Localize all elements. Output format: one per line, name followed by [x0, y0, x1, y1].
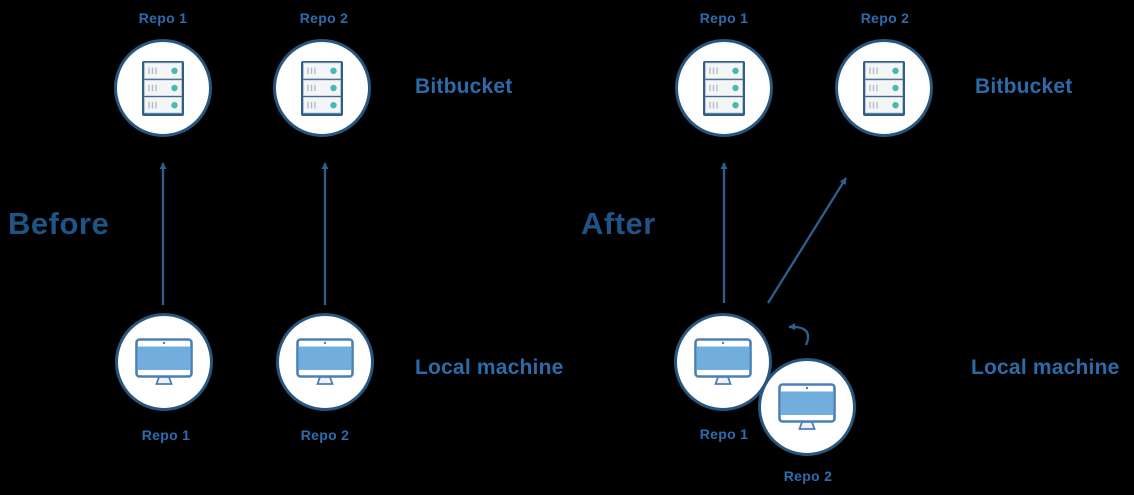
- before-local-repo2-node: [276, 313, 374, 411]
- after-bitbucket-label: Bitbucket: [975, 75, 1073, 98]
- server-icon: [142, 60, 184, 116]
- monitor-icon: [778, 383, 836, 430]
- before-top-repo1-label: Repo 1: [138, 10, 188, 26]
- before-bitbucket-repo1-node: [114, 39, 212, 137]
- after-merge-arrow: [788, 323, 810, 346]
- after-bottom-repo2-label: Repo 2: [783, 468, 833, 484]
- server-icon: [703, 60, 745, 116]
- after-top-repo1-label: Repo 1: [699, 10, 749, 26]
- server-icon: [863, 60, 905, 116]
- before-bottom-repo2-label: Repo 2: [300, 427, 350, 443]
- after-top-repo2-label: Repo 2: [860, 10, 910, 26]
- after-heading: After: [581, 206, 656, 241]
- after-local-repo1-node: [674, 313, 772, 411]
- monitor-icon: [135, 338, 193, 385]
- monitor-icon: [694, 338, 752, 385]
- after-bitbucket-repo2-node: [835, 39, 933, 137]
- server-icon: [301, 60, 343, 116]
- before-bitbucket-label: Bitbucket: [415, 75, 513, 98]
- before-local-machine-label: Local machine: [415, 356, 564, 379]
- after-local-repo2-node: [758, 358, 856, 456]
- before-heading: Before: [8, 206, 110, 241]
- after-bottom-repo1-label: Repo 1: [699, 426, 749, 442]
- before-bottom-repo1-label: Repo 1: [141, 427, 191, 443]
- after-bitbucket-repo1-node: [675, 39, 773, 137]
- after-push-arrow-repo2: [767, 177, 847, 304]
- before-local-repo1-node: [115, 313, 213, 411]
- before-bitbucket-repo2-node: [273, 39, 371, 137]
- before-top-repo2-label: Repo 2: [299, 10, 349, 26]
- monitor-icon: [296, 338, 354, 385]
- after-local-machine-label: Local machine: [971, 356, 1120, 379]
